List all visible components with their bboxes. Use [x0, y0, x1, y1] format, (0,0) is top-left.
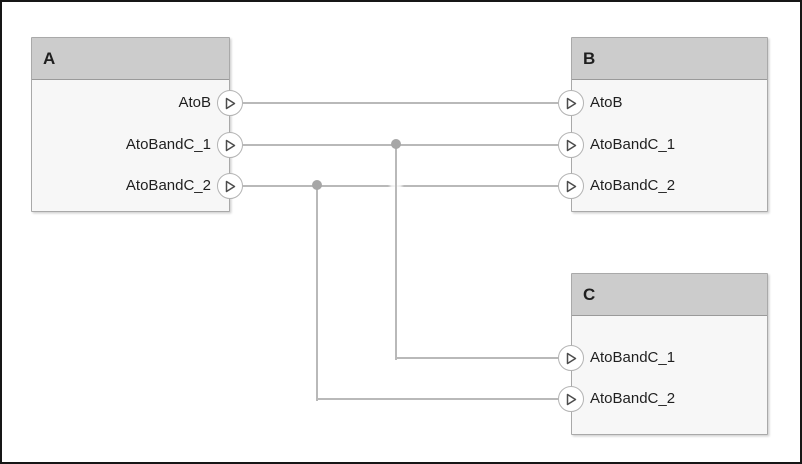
junction-dot-atobandc1: [391, 139, 401, 149]
port-label-b-atob: AtoB: [590, 94, 623, 111]
port-b-atobandc1-in[interactable]: [558, 132, 584, 158]
component-c-header[interactable]: C: [572, 274, 767, 316]
port-arrow-icon: [566, 139, 576, 151]
component-b-title: B: [583, 48, 596, 68]
port-arrow-icon: [225, 97, 235, 109]
port-label-a-atobandc2: AtoBandC_2: [125, 177, 211, 194]
connection-branch-atobandc2-to-c[interactable]: [317, 398, 558, 400]
component-a-title: A: [43, 48, 56, 68]
component-c-title: C: [583, 284, 596, 304]
port-a-atobandc2-out[interactable]: [217, 173, 243, 199]
port-label-a-atob: AtoB: [178, 94, 211, 111]
junction-dot-atobandc2: [312, 180, 322, 190]
port-label-b-atobandc1: AtoBandC_1: [590, 136, 676, 153]
component-a[interactable]: A: [31, 37, 230, 212]
port-arrow-icon: [566, 180, 576, 192]
component-a-header[interactable]: A: [32, 38, 229, 80]
port-c-atobandc2-in[interactable]: [558, 386, 584, 412]
port-label-a-atobandc1: AtoBandC_1: [125, 136, 211, 153]
port-a-atob-out[interactable]: [217, 90, 243, 116]
port-arrow-icon: [566, 97, 576, 109]
component-b[interactable]: B: [571, 37, 768, 212]
connection-branch-atobandc1-vertical[interactable]: [395, 144, 397, 360]
port-label-b-atobandc2: AtoBandC_2: [590, 177, 676, 194]
connection-branch-atobandc2-vertical[interactable]: [316, 185, 318, 401]
port-arrow-icon: [566, 393, 576, 405]
port-b-atobandc2-in[interactable]: [558, 173, 584, 199]
port-arrow-icon: [225, 180, 235, 192]
component-b-header[interactable]: B: [572, 38, 767, 80]
port-label-c-atobandc1: AtoBandC_1: [590, 349, 676, 366]
port-b-atob-in[interactable]: [558, 90, 584, 116]
connection-branch-atobandc1-to-c[interactable]: [395, 357, 558, 359]
port-a-atobandc1-out[interactable]: [217, 132, 243, 158]
connection-a-atob-to-b[interactable]: [243, 102, 558, 104]
port-label-c-atobandc2: AtoBandC_2: [590, 390, 676, 407]
port-arrow-icon: [225, 139, 235, 151]
port-arrow-icon: [566, 352, 576, 364]
port-c-atobandc1-in[interactable]: [558, 345, 584, 371]
